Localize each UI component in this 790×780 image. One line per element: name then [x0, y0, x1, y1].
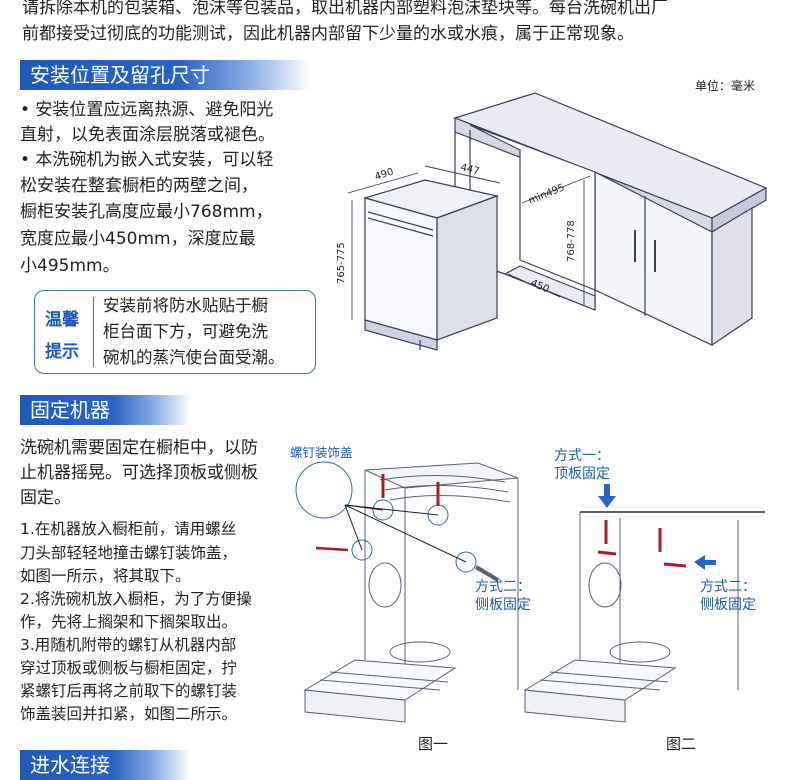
dim-765-775: 765-775: [336, 242, 347, 284]
tip-line-3: 碗机的蒸汽使台面受潮。: [103, 348, 285, 367]
fix-step-line-7: 穿过顶板或侧板与橱柜固定，拧: [20, 659, 238, 677]
fig1-caption: 图一: [418, 735, 449, 753]
fig2-method1-line-1: 方式一：: [554, 448, 610, 464]
dim-447: 447: [459, 162, 480, 177]
fig1-method2-line-1: 方式二：: [475, 579, 531, 595]
water-inlet-heading: 进水连接: [20, 750, 190, 780]
fig2-method1-line-2: 顶板固定: [554, 466, 610, 482]
tip-box: 温馨 提示 安装前将防水贴贴于橱 柜台面下方，可避免洗 碗机的蒸汽使台面受潮。: [34, 290, 316, 374]
fix-intro-line-3: 固定。: [20, 488, 71, 508]
bullet-1-line-1: • 安装位置应远离热源、避免阳光: [20, 100, 274, 120]
bullet-1-line-2: 直射，以免表面涂层脱落或褪色。: [20, 125, 275, 145]
unit-label: 单位：毫米: [695, 79, 756, 93]
fix-step-line-4: 2.将洗碗机放入橱柜，为了方便操: [20, 590, 252, 608]
fig2-method2-line-1: 方式二：: [700, 579, 756, 595]
fix-step-line-2: 刀头部轻轻地撞击螺钉装饰盖，: [20, 544, 238, 562]
fix-step-line-1: 1.在机器放入橱柜前，请用螺丝: [20, 520, 237, 538]
fig1-cap-label: 螺钉装饰盖: [290, 445, 353, 460]
bullet-2-line-2: 松安装在整套橱柜的两壁之间，: [20, 176, 258, 196]
tip-label-1: 温馨: [45, 310, 79, 330]
fix-step-line-9: 饰盖装回并扣紧，如图二所示。: [20, 705, 238, 723]
tip-line-2: 柜台面下方，可避免洗: [103, 322, 268, 341]
fig2-method2-line-2: 侧板固定: [700, 597, 756, 613]
cabinet-opening: [469, 124, 596, 291]
fix-step-line-3: 如图一所示，将其取下。: [20, 567, 191, 585]
bullet-2-line-4: 宽度应最小450mm，深度应最: [20, 229, 256, 249]
intro-line-2: 前都接受过彻底的功能测试，因此机器内部留下少量的水或水痕，属于正常现象。: [22, 24, 634, 44]
fix-step-line-6: 3.用随机附带的螺钉从机器内部: [20, 636, 237, 654]
fix-step-line-8: 紧螺钉后再将之前取下的螺钉装: [20, 682, 238, 700]
fix-heading: 固定机器: [20, 395, 190, 425]
fig1-method2-line-2: 侧板固定: [475, 597, 531, 613]
bullet-2-line-3: 橱柜安装孔高度应最小768mm，: [20, 202, 273, 222]
fix-intro-line-2: 止机器摇晃。可选择顶板或侧板: [20, 463, 258, 483]
fig2-caption: 图二: [666, 735, 697, 753]
tip-divider: [93, 297, 94, 367]
tip-label-2: 提示: [45, 342, 79, 362]
tip-line-1: 安装前将防水贴贴于橱: [103, 296, 268, 315]
intro-line-1: 请拆除本机的包装箱、泡沫等包装品，取出机器内部塑料泡沫垫块等。每台洗碗机出厂: [22, 0, 668, 18]
bullet-2-line-1: • 本洗碗机为嵌入式安装，可以轻: [20, 150, 274, 170]
bullet-2-line-5: 小495mm。: [20, 256, 120, 276]
install-heading: 安装位置及留孔尺寸: [20, 60, 310, 90]
dim-768-778: 768-778: [566, 220, 577, 262]
fix-intro-line-1: 洗碗机需要固定在橱柜中，以防: [20, 438, 258, 458]
fix-step-line-5: 作，先将上搁架和下搁架取出。: [20, 613, 238, 631]
